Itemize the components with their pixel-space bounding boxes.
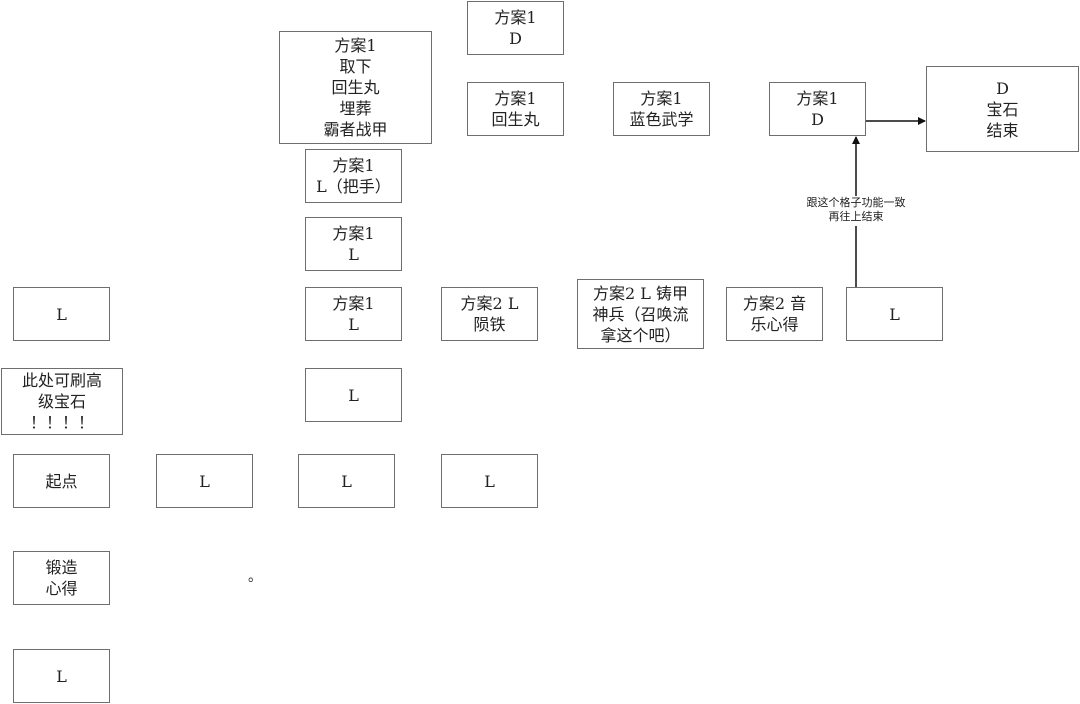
node-plan1-l-b: 方案1 L (305, 287, 402, 341)
node-plan1-l-a: 方案1 L (305, 217, 402, 271)
node-high-gem: 此处可刷高 级宝石 ！！！！ (1, 368, 123, 435)
node-l-right: L (846, 287, 943, 341)
node-plan2-cast-armor: 方案2 L 铸甲 神兵（召唤流 拿这个吧） (577, 279, 704, 349)
node-gem-end: D 宝石 结束 (926, 66, 1079, 152)
node-plan1-take-off: 方案1 取下 回生丸 埋葬 霸者战甲 (279, 31, 432, 144)
node-plan2-meteor-iron: 方案2 L 陨铁 (441, 287, 538, 341)
annotation-same-function: 跟这个格子功能一致 再往上结束 (790, 196, 922, 226)
node-l-mid: L (305, 368, 402, 422)
node-plan1-d-right: 方案1 D (769, 82, 866, 136)
stray-mark: 。 (248, 569, 262, 585)
node-l-bottom: L (13, 649, 110, 703)
node-forge: 锻造 心得 (13, 551, 110, 605)
node-l-row3: L (441, 454, 538, 508)
node-plan1-d-top: 方案1 D (467, 1, 564, 55)
node-start: 起点 (13, 454, 110, 508)
node-plan1-blue-martial: 方案1 蓝色武学 (613, 82, 710, 136)
node-l-row1: L (156, 454, 253, 508)
node-plan1-revive: 方案1 回生丸 (467, 82, 564, 136)
node-plan2-music: 方案2 音 乐心得 (726, 287, 823, 341)
node-l-left-top: L (13, 287, 110, 341)
node-l-row2: L (298, 454, 395, 508)
node-plan1-handle: 方案1 L（把手） (305, 149, 402, 203)
